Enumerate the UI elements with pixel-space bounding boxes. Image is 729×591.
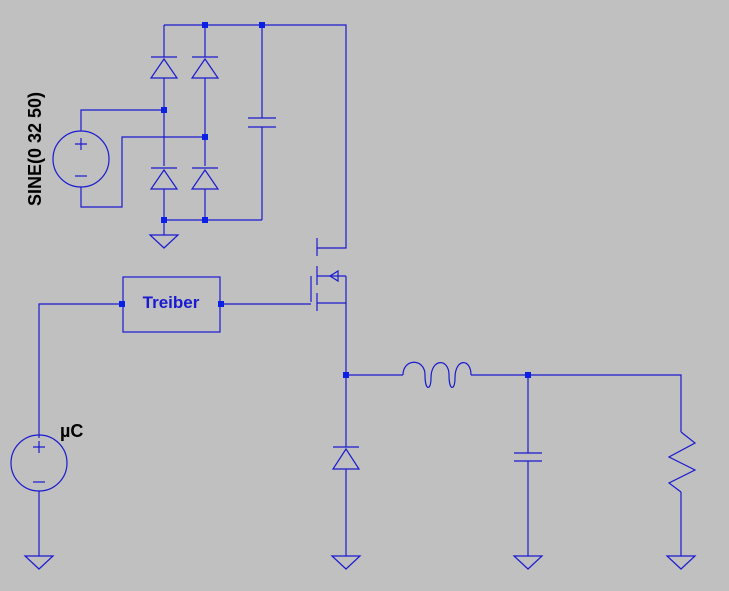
ground-icon — [512, 555, 544, 570]
n-mosfet-icon — [310, 238, 347, 375]
bridge-diode-bottom-left — [149, 167, 179, 190]
voltage-source-icon — [10, 434, 68, 492]
junction-dots — [119, 22, 531, 378]
diode-icon — [331, 446, 361, 470]
inductor-icon — [402, 361, 472, 388]
ground-icon — [148, 234, 180, 249]
capacitor-icon — [514, 452, 542, 462]
ac-source-label: SINE(0 32 50) — [25, 92, 45, 206]
bridge-diode-bottom-right — [190, 167, 220, 190]
sine-voltage-source-icon — [52, 130, 110, 188]
ground-icon — [330, 555, 362, 570]
ground-icon — [23, 555, 55, 570]
rectifier-wires — [80, 24, 347, 249]
output-wires — [345, 374, 682, 556]
controller-wire — [38, 303, 122, 438]
driver-label: Treiber — [143, 293, 200, 312]
bridge-diode-top-left — [149, 56, 179, 79]
resistor-icon — [667, 431, 697, 493]
ground-icon — [665, 555, 697, 570]
driver-block: Treiber — [122, 276, 221, 333]
bulk-capacitor-icon — [248, 117, 276, 128]
bridge-diode-top-right — [190, 56, 220, 79]
controller-label: µC — [60, 421, 83, 441]
